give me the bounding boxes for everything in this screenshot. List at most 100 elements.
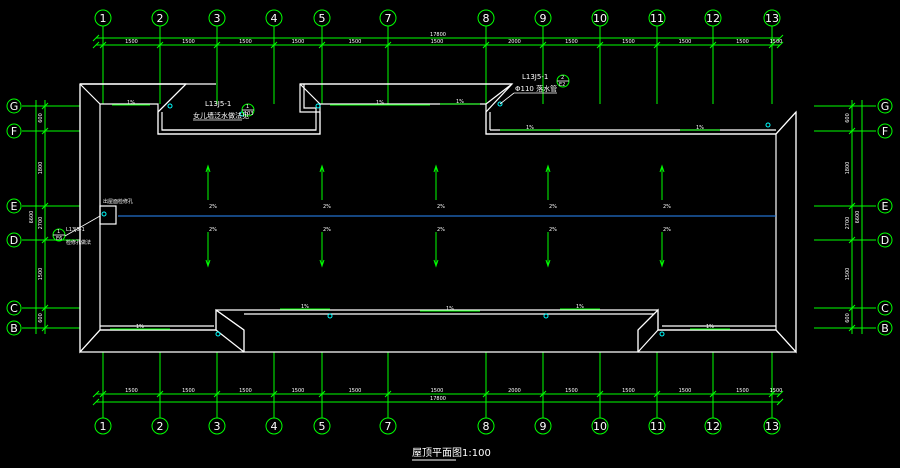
column-axis-label: 12 [706, 420, 720, 433]
hatch-outline [99, 205, 117, 225]
segment-dimension-text: 1500 [622, 39, 635, 45]
side-total-dimension-text: 6600 [29, 211, 35, 224]
segment-dimension-text: 1500 [182, 39, 195, 45]
side-dimension-text: 1800 [845, 162, 851, 175]
segment-dimension-text: 1500 [770, 388, 783, 394]
dimension-tick [92, 34, 100, 42]
dimension-tick [653, 390, 661, 398]
segment-dimension-text: 1500 [565, 388, 578, 394]
row-axis-bubble [877, 123, 893, 139]
gutter-slope-label: 1% [446, 306, 454, 312]
row-axis-label: D [10, 234, 18, 247]
column-axis-label: 7 [385, 420, 392, 433]
segment-dimension-text: 1500 [349, 388, 362, 394]
row-axis-bubble [877, 232, 893, 248]
dimension-tick [41, 304, 49, 312]
column-axis-bubble [591, 9, 609, 27]
total-dimension-text: 17800 [430, 32, 446, 38]
corner-diagonals [79, 83, 797, 353]
row-axis-label: F [882, 125, 888, 138]
dimension-tick [156, 390, 164, 398]
row-axis-bubble [877, 98, 893, 114]
drain-icon [765, 122, 771, 128]
side-dimension-text: 2700 [845, 217, 851, 230]
segment-dimension-text: 1500 [239, 388, 252, 394]
note3-text: 检修孔做法 [66, 239, 91, 246]
note2-leader-tail [499, 92, 515, 105]
gutter-slope-label: 1% [301, 304, 309, 310]
dimension-tick [539, 390, 547, 398]
arrowhead-icon [433, 164, 439, 173]
dimension-tick [768, 390, 776, 398]
gutter-slope-label: 1% [696, 125, 704, 131]
column-axis-bubble [534, 417, 552, 435]
row-axis-bubble [877, 320, 893, 336]
segment-dimension-text: 1500 [736, 388, 749, 394]
dimension-tick [156, 41, 164, 49]
segment-dimension-text: 1500 [736, 39, 749, 45]
dimension-tick [848, 202, 856, 210]
slope-label: 2% [437, 227, 445, 233]
column-axis-label: 2 [157, 420, 164, 433]
column-axis-label: 1 [100, 420, 107, 433]
note2-text: Φ110 落水管 [515, 84, 557, 93]
gutter-slope-label: 1% [376, 100, 384, 106]
segment-dimension-text: 1500 [565, 39, 578, 45]
slope-label: 2% [663, 227, 671, 233]
dimension-tick [92, 41, 100, 49]
column-axis-bubble [477, 9, 495, 27]
dimension-tick [384, 41, 392, 49]
dimension-tick [41, 236, 49, 244]
side-dimension-text: 600 [845, 313, 851, 323]
column-axis-label: 1 [100, 12, 107, 25]
row-axis-label: C [881, 302, 889, 315]
note-hatch-detail: 1 E6 L13J5-1 检修孔做法 [52, 215, 101, 246]
column-axis-bubble [265, 417, 283, 435]
column-axis-label: 2 [157, 12, 164, 25]
side-dimension-text: 1500 [38, 268, 44, 281]
segment-dimension-text: 1500 [349, 39, 362, 45]
note1-ref: L13J5-1 [205, 100, 231, 108]
column-axis-bubble [265, 9, 283, 27]
dimension-tick [99, 390, 107, 398]
row-axis-bubble [6, 198, 22, 214]
dimension-tick [99, 41, 107, 49]
arrowhead-icon [319, 259, 325, 268]
column-axis-bubble [208, 417, 226, 435]
segment-dimension-text: 1500 [770, 39, 783, 45]
column-axis-bubble [94, 9, 112, 27]
segment-dimension-text: 1500 [679, 39, 692, 45]
column-axis-bubble [379, 9, 397, 27]
bay-notch-lines [161, 84, 639, 352]
slope-label: 2% [663, 204, 671, 210]
slope-label: 2% [209, 227, 217, 233]
dimension-tick [384, 390, 392, 398]
drain-icon [327, 313, 333, 319]
dimension-tick [709, 390, 717, 398]
dimension-tick [709, 41, 717, 49]
side-dimension-text: 600 [38, 313, 44, 323]
dimension-tick [213, 41, 221, 49]
slope-label: 2% [209, 204, 217, 210]
column-axis-label: 9 [540, 12, 547, 25]
dimension-tick [596, 390, 604, 398]
note1-sub: 103 [244, 111, 254, 117]
column-axis-label: 10 [593, 420, 607, 433]
row-axis-label: B [881, 322, 889, 335]
column-axis-label: 7 [385, 12, 392, 25]
column-axis-bubble [763, 9, 781, 27]
parapet-inner-edge [99, 103, 777, 331]
drawing-title: 屋顶平面图1:100 [412, 447, 491, 459]
segment-dimension-text: 1500 [431, 388, 444, 394]
outer-parapet-path [79, 83, 797, 354]
row-axis-label: E [882, 200, 889, 213]
dimension-tick [776, 398, 784, 406]
dimension-tick [776, 41, 784, 49]
note-downpipe: L13J5-1 2 E2 Φ110 落水管 [499, 73, 570, 105]
column-axis-bubble [313, 9, 331, 27]
segment-dimension-text: 1500 [622, 388, 635, 394]
dimension-tick [848, 304, 856, 312]
row-axis-bubble [6, 232, 22, 248]
